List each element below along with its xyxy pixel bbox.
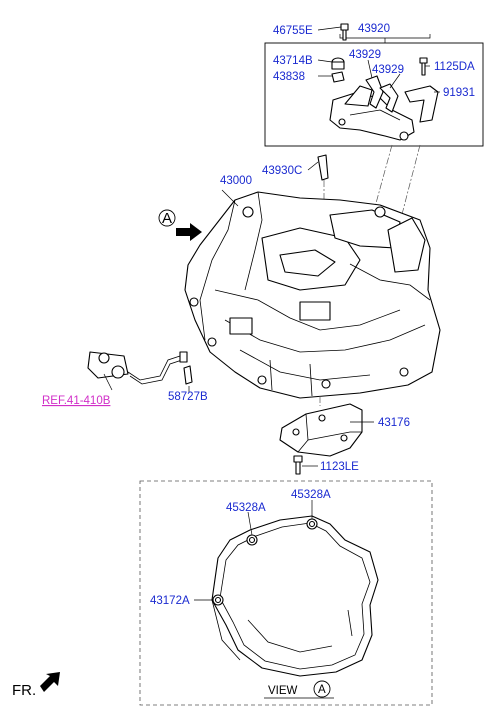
view-a-marker-top: A <box>158 209 202 241</box>
label-45328a-left: 45328A <box>226 502 266 514</box>
label-43838: 43838 <box>273 71 305 83</box>
bolt-1123le <box>293 455 303 475</box>
transaxle-housing-drawing <box>184 191 441 399</box>
label-43172a: 43172A <box>150 595 190 607</box>
bolt-46755e <box>340 23 349 41</box>
view-a-letter-top: A <box>162 210 172 227</box>
label-45328a-right: 45328A <box>291 489 331 501</box>
label-reference-41-410b: REF.41-410B <box>42 395 111 407</box>
breather-tube-43930c <box>317 154 329 205</box>
front-label: FR. <box>12 682 36 699</box>
label-46755e: 46755E <box>273 25 313 37</box>
label-43000: 43000 <box>220 175 252 187</box>
front-direction-indicator: FR. <box>12 672 60 699</box>
label-58727b: 58727B <box>168 391 208 403</box>
bolt-1125da <box>419 57 428 76</box>
shift-lever-assembly-box <box>264 42 484 147</box>
label-43176: 43176 <box>378 417 410 429</box>
view-direction-arrow <box>176 223 202 241</box>
gasket-outline-drawing <box>211 515 379 677</box>
front-arrow-icon <box>40 672 60 692</box>
mounting-bracket-43176 <box>279 403 363 457</box>
label-43930c: 43930C <box>262 165 302 177</box>
label-43929-a: 43929 <box>349 49 381 61</box>
view-a-letter-bottom: A <box>318 684 326 696</box>
clip-43838 <box>331 71 345 83</box>
dowel-pin-45328a-right <box>306 518 318 530</box>
label-1125da: 1125DA <box>434 61 475 73</box>
label-91931: 91931 <box>443 87 475 99</box>
label-1123le: 1123LE <box>320 461 359 473</box>
clutch-release-cylinder-drawing <box>87 351 188 385</box>
view-a-caption: VIEW A <box>264 680 334 699</box>
label-43920: 43920 <box>358 23 390 35</box>
clip-58727b <box>183 365 193 385</box>
label-43929-b: 43929 <box>372 64 404 76</box>
view-a-detail-box <box>139 480 433 706</box>
label-43714b: 43714B <box>273 55 313 67</box>
bushing-43714b <box>331 57 345 70</box>
view-caption-text: VIEW <box>268 685 298 697</box>
shift-lever-bracket-drawing <box>329 75 439 141</box>
dowel-pin-43172a <box>212 594 224 606</box>
dowel-pin-45328a-left <box>246 534 258 546</box>
